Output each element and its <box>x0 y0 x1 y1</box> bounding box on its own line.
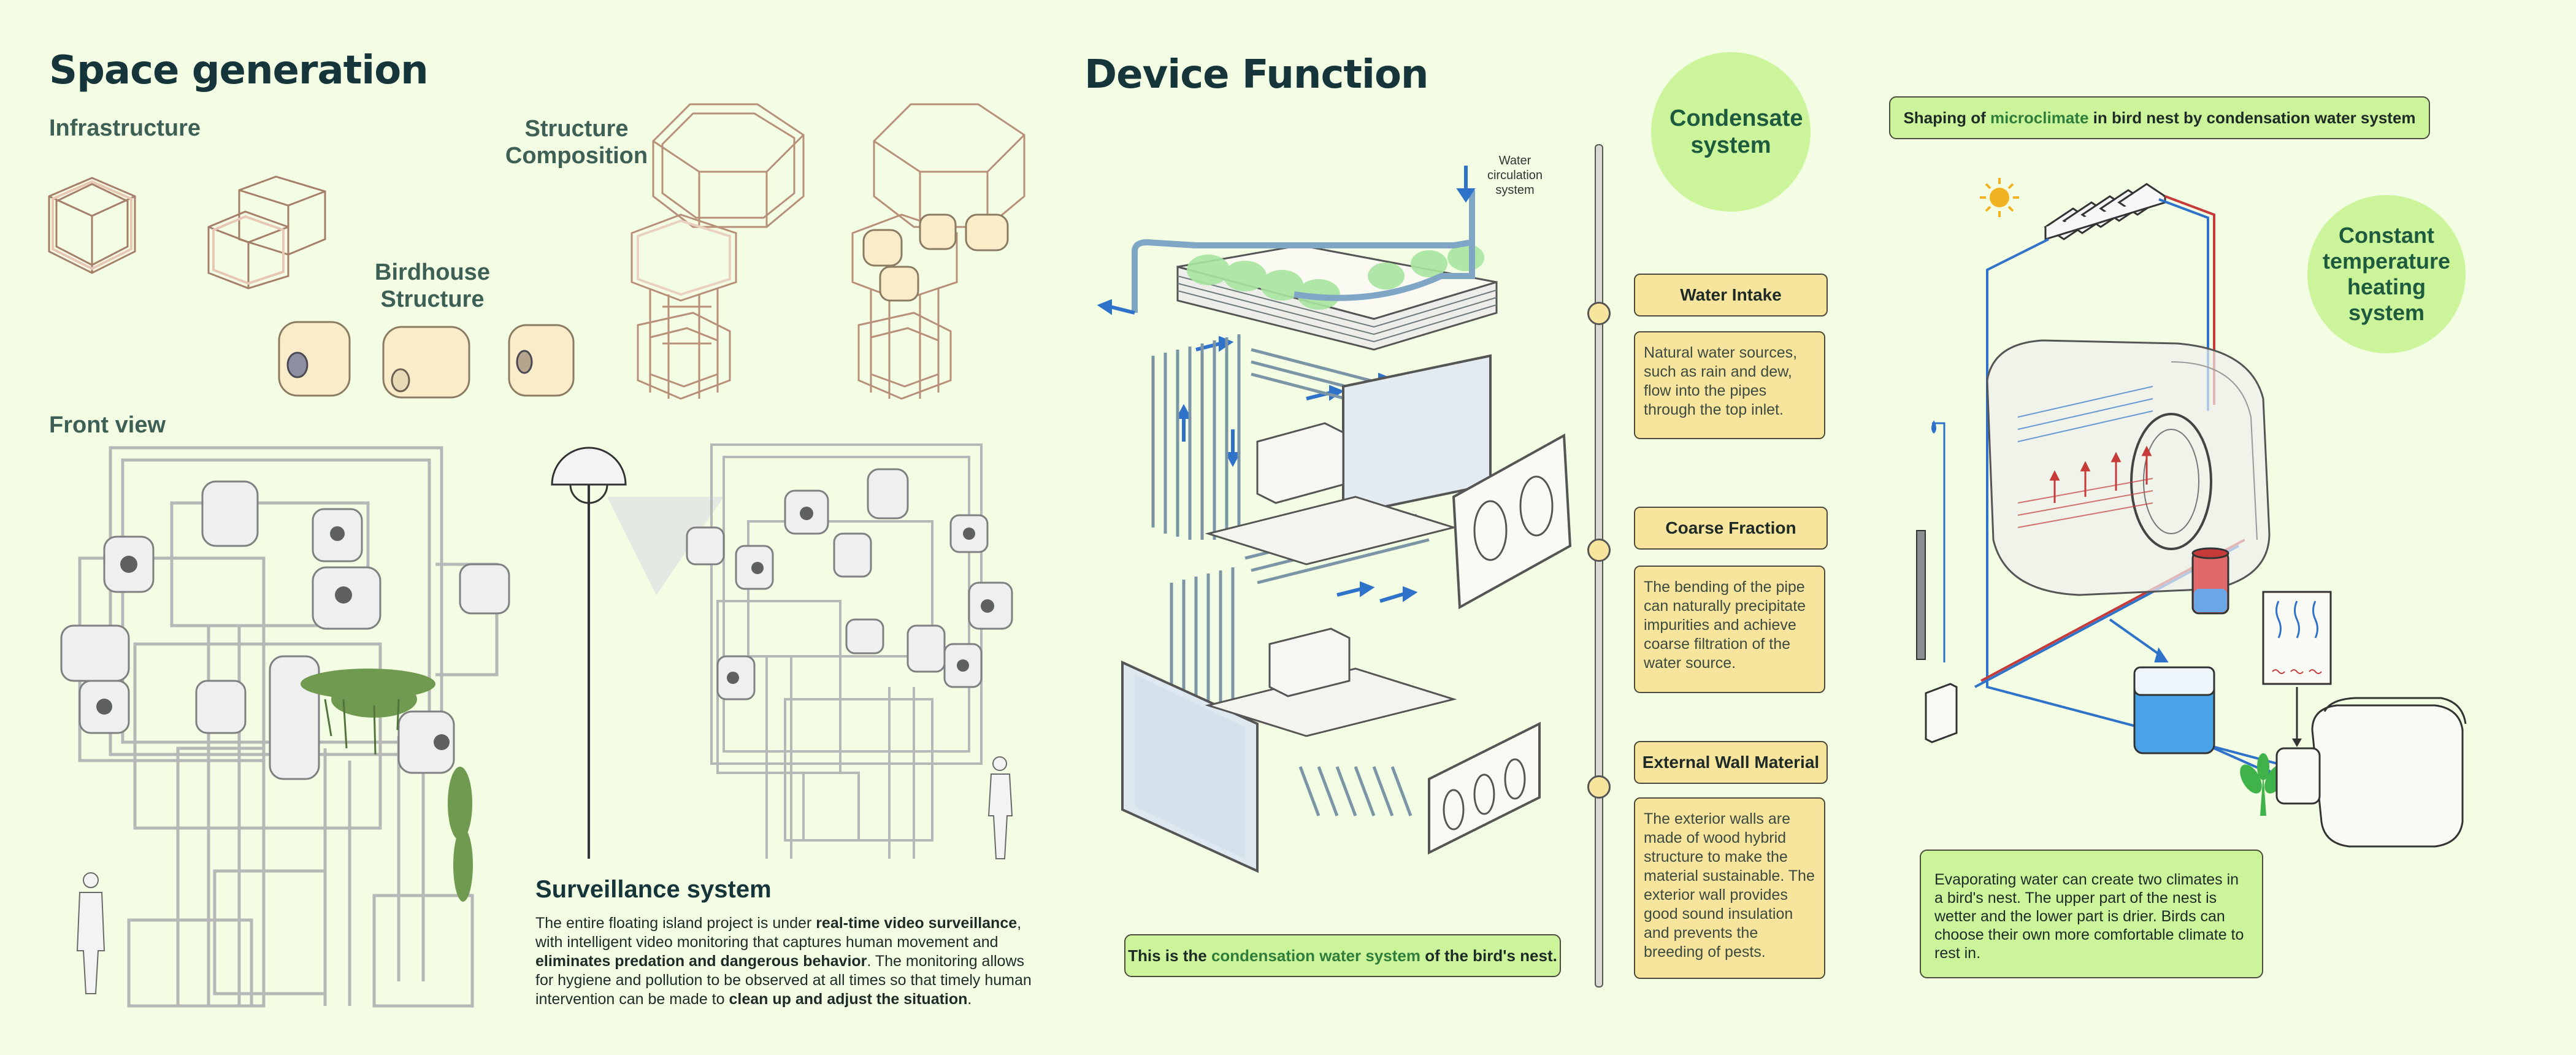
step-coarse-fraction-text: The bending of the pipe can naturally pr… <box>1634 566 1825 693</box>
water-circulation-label: Water circulation system <box>1487 154 1543 197</box>
heating-system-badge: Constant temperature heating system <box>2307 195 2466 353</box>
header-text-post: in bird nest by condensation water syste… <box>2093 108 2416 127</box>
surv-bold-2: eliminates predation and dangerous behav… <box>535 953 867 970</box>
step-water-intake-text: Natural water sources, such as rain and … <box>1634 331 1825 439</box>
surv-bold-3: clean up and adjust the situation <box>729 991 968 1008</box>
condensate-system-label: Condensate system <box>1669 106 1803 158</box>
header-text-accent: microclimate <box>1990 108 2089 127</box>
heating-system-label: Constant temperature heating system <box>2322 223 2451 325</box>
birdhouse-pod-1 <box>278 321 351 397</box>
surveillance-scene <box>551 443 1013 859</box>
banner-text-accent: condensation water system <box>1211 946 1420 965</box>
condensate-system-badge: Condensate system <box>1651 52 1811 212</box>
microclimate-diagram <box>1916 178 2467 848</box>
surveillance-title: Surveillance system <box>535 876 772 903</box>
arrow-icon <box>2049 445 2152 503</box>
timeline-node-1 <box>1587 302 1611 325</box>
step-water-intake-tag: Water Intake <box>1634 274 1828 316</box>
surv-text-2: , with intelligent video monitoring that… <box>535 915 1022 951</box>
structure-tower-frame <box>631 103 805 400</box>
front-view-tower <box>60 446 510 1008</box>
surv-text-4: . <box>967 991 972 1008</box>
birdhouse-pod-3 <box>508 324 575 397</box>
condensation-summary-banner: This is the condensation water system of… <box>1124 934 1561 977</box>
infrastructure-label: Infrastructure <box>49 115 201 141</box>
birdhouse-pod-2 <box>382 326 470 399</box>
timeline-bar <box>1595 144 1603 988</box>
step-external-wall-text: The exterior walls are made of wood hybr… <box>1634 797 1825 979</box>
water-drop-icon <box>1931 420 1936 434</box>
step-external-wall-tag: External Wall Material <box>1634 741 1828 784</box>
banner-text-pre: This is the <box>1128 946 1207 965</box>
surv-text-3: . The monitoring allows for hygiene and … <box>535 953 1032 1008</box>
birdhouse-structure-label: Birdhouse Structure <box>375 259 490 312</box>
front-view-label: Front view <box>49 412 166 438</box>
space-title: Space generation <box>49 48 429 93</box>
banner-text-post: of the bird's nest. <box>1425 946 1557 965</box>
device-title: Device Function <box>1084 52 1428 98</box>
surveillance-description: The entire floating island project is un… <box>535 914 1032 1009</box>
timeline-node-2 <box>1587 539 1611 562</box>
sun-icon <box>1980 178 2019 217</box>
microclimate-note: Evaporating water can create two climate… <box>1920 850 2263 978</box>
header-text-pre: Shaping of <box>1903 108 1986 127</box>
structure-composition-label: Structure Composition <box>505 116 648 169</box>
timeline-node-3 <box>1587 775 1611 799</box>
condensation-device-diagram <box>1097 166 1572 873</box>
surv-text-1: The entire floating island project is un… <box>535 915 816 932</box>
infrastructure-cube-single <box>48 177 136 274</box>
step-coarse-fraction-tag: Coarse Fraction <box>1634 507 1828 550</box>
infrastructure-cube-double <box>207 175 326 290</box>
structure-tower-with-pods <box>851 103 1025 400</box>
microclimate-header: Shaping of microclimate in bird nest by … <box>1889 96 2430 139</box>
surv-bold-1: real-time video surveillance <box>816 915 1018 932</box>
